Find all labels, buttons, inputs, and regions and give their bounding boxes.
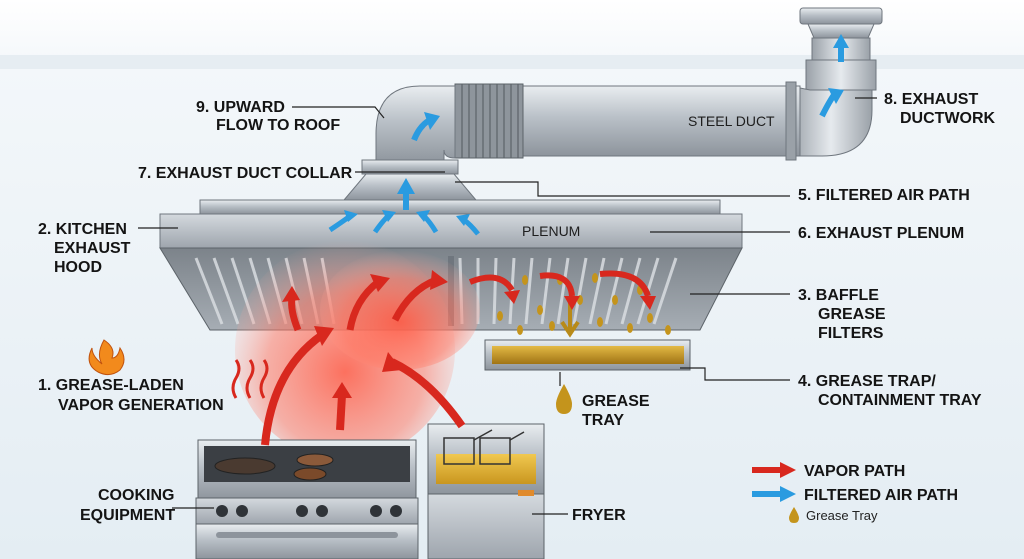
vapor-arrow-head (282, 286, 300, 302)
vapor-arrow (390, 358, 466, 429)
duct-flange-right (785, 81, 797, 161)
ceiling-band (0, 55, 1024, 69)
hood-top (199, 199, 721, 215)
label-vapor-generation-line1: 1. GREASE-LADEN (38, 377, 184, 394)
label-cooking-equipment-line2: EQUIPMENT (80, 507, 175, 524)
legend-vapor-arrow (780, 462, 796, 478)
duct-elbow-right (789, 85, 873, 157)
riser-collar (805, 59, 877, 91)
legend-vapor-path: VAPOR PATH (804, 463, 905, 480)
leader-lines (138, 97, 877, 515)
flex-connector (454, 83, 524, 159)
fryer-indicator (518, 490, 534, 496)
label-exhaust-plenum: 6. EXHAUST PLENUM (798, 225, 964, 242)
legend: VAPOR PATH FILTERED AIR PATH Grease Tray (752, 462, 958, 523)
vapor-path-arrows (261, 270, 656, 446)
steel-duct (519, 85, 801, 157)
label-grease-trap-line1: 4. GREASE TRAP/ (798, 373, 936, 390)
air-arrow-head (833, 34, 849, 48)
vapor-arrow (599, 270, 651, 298)
legend-grease-tray: Grease Tray (806, 508, 878, 523)
cooking-range (195, 439, 419, 559)
label-baffle-filters-line1: 3. BAFFLE (798, 287, 879, 304)
air-arrow-head (344, 210, 358, 222)
grease-trap-contents (492, 346, 684, 364)
label-duct-collar: 7. EXHAUST DUCT COLLAR (138, 165, 353, 182)
vapor-arrow (468, 274, 515, 292)
label-grease-tray-line2: TRAY (582, 412, 624, 429)
label-grease-trap-line2: CONTAINMENT TRAY (818, 392, 982, 409)
roof-cap (799, 7, 883, 25)
air-arrow-head (424, 112, 440, 130)
vapor-arrow-head (564, 296, 580, 310)
fryer-cabinet (427, 493, 545, 559)
label-exhaust-ductwork-line2: DUCTWORK (900, 110, 996, 127)
label-upward-flow-line1: 9. UPWARD (196, 99, 285, 116)
label-cooking-equipment-line1: COOKING (98, 487, 174, 504)
air-arrow-head (456, 214, 470, 226)
oven-door (195, 523, 419, 559)
label-upward-flow-line2: FLOW TO ROOF (216, 117, 340, 134)
air-arrow-head (397, 178, 415, 194)
vapor-arrow-head (370, 274, 390, 292)
label-filtered-air-path: 5. FILTERED AIR PATH (798, 187, 970, 204)
label-fryer: FRYER (572, 507, 626, 524)
label-kitchen-hood-line2: EXHAUST (54, 240, 131, 257)
vapor-arrow-head (314, 326, 334, 346)
vapor-arrow-head (332, 382, 352, 398)
steel-duct-text: STEEL DUCT (688, 113, 775, 129)
oven-handle (216, 532, 398, 538)
vapor-arrow-head (640, 296, 656, 310)
label-baffle-filters-line2: GREASE (818, 306, 886, 323)
skillet (214, 457, 276, 475)
fryer-unit (427, 423, 545, 559)
patty (296, 453, 334, 467)
label-kitchen-hood-line3: HOOD (54, 259, 102, 276)
fryer-oil (436, 454, 536, 484)
grease-drop-icon (556, 384, 572, 414)
filtered-air-arrows (328, 34, 849, 236)
vapor-arrow (346, 279, 381, 331)
legend-filtered-air-path: FILTERED AIR PATH (804, 487, 958, 504)
air-arrow-head (416, 210, 430, 222)
grease-drips (497, 273, 671, 335)
heat-waves-icon (231, 359, 269, 399)
legend-filtered-arrow (780, 486, 796, 502)
label-exhaust-ductwork-line1: 8. EXHAUST (884, 91, 978, 108)
vapor-arrow-head (504, 290, 520, 304)
air-arrow-head (382, 210, 396, 222)
air-arrow-head (828, 88, 844, 104)
vapor-arrow-head (382, 352, 402, 372)
exhaust-plenum (159, 213, 743, 249)
label-grease-tray-line1: GREASE (582, 393, 650, 410)
exhaust-ductwork (342, 7, 883, 201)
legend-grease-drop-icon (789, 507, 799, 523)
label-kitchen-hood-line1: 2. KITCHEN (38, 221, 127, 238)
fryer-baskets (443, 429, 525, 465)
range-knobs (216, 505, 402, 517)
vapor-arrow (261, 331, 325, 446)
vapor-arrow (539, 272, 575, 297)
flex-ribs (461, 84, 519, 158)
flame-icon (88, 339, 125, 376)
duct-elbow-left (375, 85, 456, 166)
patty-2 (293, 467, 327, 481)
vapor-arrow (336, 394, 346, 431)
label-vapor-generation-line2: VAPOR GENERATION (58, 397, 224, 414)
label-baffle-filters-line3: FILTERS (818, 325, 884, 342)
vapor-arrow-head (430, 270, 448, 290)
plenum-text: PLENUM (522, 223, 580, 239)
